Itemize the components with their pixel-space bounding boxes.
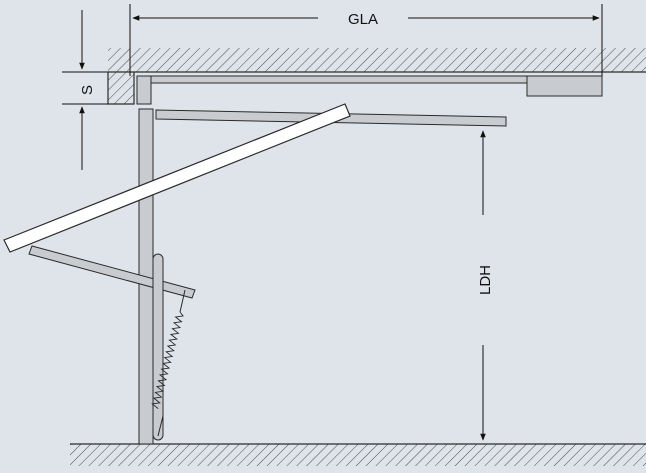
ldh-dimension: LDH: [477, 130, 494, 441]
s-label: S: [79, 85, 96, 95]
lever-arm: [28, 245, 196, 299]
gla-label: GLA: [348, 11, 378, 28]
door-leaf: [3, 103, 351, 253]
lintel: [107, 72, 135, 105]
ceiling: [108, 48, 646, 73]
floor: [70, 443, 646, 466]
ldh-label: LDH: [477, 265, 494, 295]
gla-dimension: GLA: [129, 4, 603, 76]
counterbalance-spring: [151, 289, 186, 437]
side-track: [152, 253, 164, 441]
drive-motor-unit: [526, 75, 603, 97]
s-dimension: S: [62, 10, 108, 170]
top-guide-rail: [136, 75, 530, 84]
rail-end-bracket: [136, 75, 152, 105]
